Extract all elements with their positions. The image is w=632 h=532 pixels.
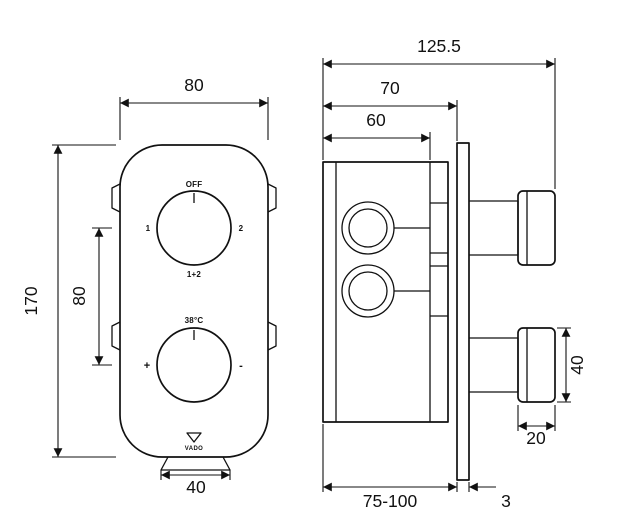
dim-depth-to-plate-label: 70 [380, 78, 400, 98]
dim-knob-spacing-label: 80 [69, 286, 89, 306]
temperature-preset-label: 38°C [185, 316, 204, 325]
front-view: OFF 1 2 1+2 38°C + - VADO [111, 144, 277, 471]
bottom-handle-side [517, 327, 556, 403]
side-extension-lines [322, 58, 571, 492]
cartridge-port-top-inner [348, 208, 388, 248]
mounting-lugs [111, 183, 277, 351]
dim-body-depth-label: 60 [366, 110, 386, 130]
dim-recess-range-label: 75-100 [363, 491, 418, 511]
cartridge-port-bottom-outer [341, 264, 395, 318]
diverter-both-label: 1+2 [187, 270, 202, 279]
front-dimensions: 80 170 80 40 [21, 75, 269, 497]
valve-body-outline [322, 161, 449, 423]
top-handle-side [517, 190, 556, 266]
diverter-outlet1-label: 1 [146, 224, 151, 233]
dim-handle-depth-label: 20 [526, 428, 546, 448]
dim-overall-depth-label: 125.5 [417, 36, 461, 56]
valve-body-internal-lines [335, 162, 448, 422]
wall-trim-plate [456, 142, 470, 481]
dim-front-height-label: 170 [21, 286, 41, 315]
temperature-knob [156, 327, 232, 403]
brand-logo-icon [186, 432, 202, 443]
brand-label: VADO [185, 446, 204, 452]
dim-plate-thickness-label: 3 [501, 491, 511, 511]
cartridge-port-top-outer [341, 201, 395, 255]
diverter-knob [156, 190, 232, 266]
diverter-outlet2-label: 2 [239, 224, 244, 233]
bottom-tab-outline [160, 456, 231, 471]
diverter-off-label: OFF [186, 180, 203, 189]
dim-handle-height-label: 40 [567, 355, 587, 375]
dim-bottom-tab-label: 40 [186, 477, 206, 497]
cartridge-port-bottom-inner [348, 271, 388, 311]
temperature-plus-label: + [144, 360, 150, 372]
front-plate-outline [119, 144, 269, 458]
dim-front-width-label: 80 [184, 75, 204, 95]
handle-stems [469, 200, 519, 393]
side-view [322, 142, 556, 481]
temperature-minus-label: - [239, 360, 243, 372]
side-dimensions: 125.5 70 60 40 20 75-100 3 [322, 36, 587, 511]
